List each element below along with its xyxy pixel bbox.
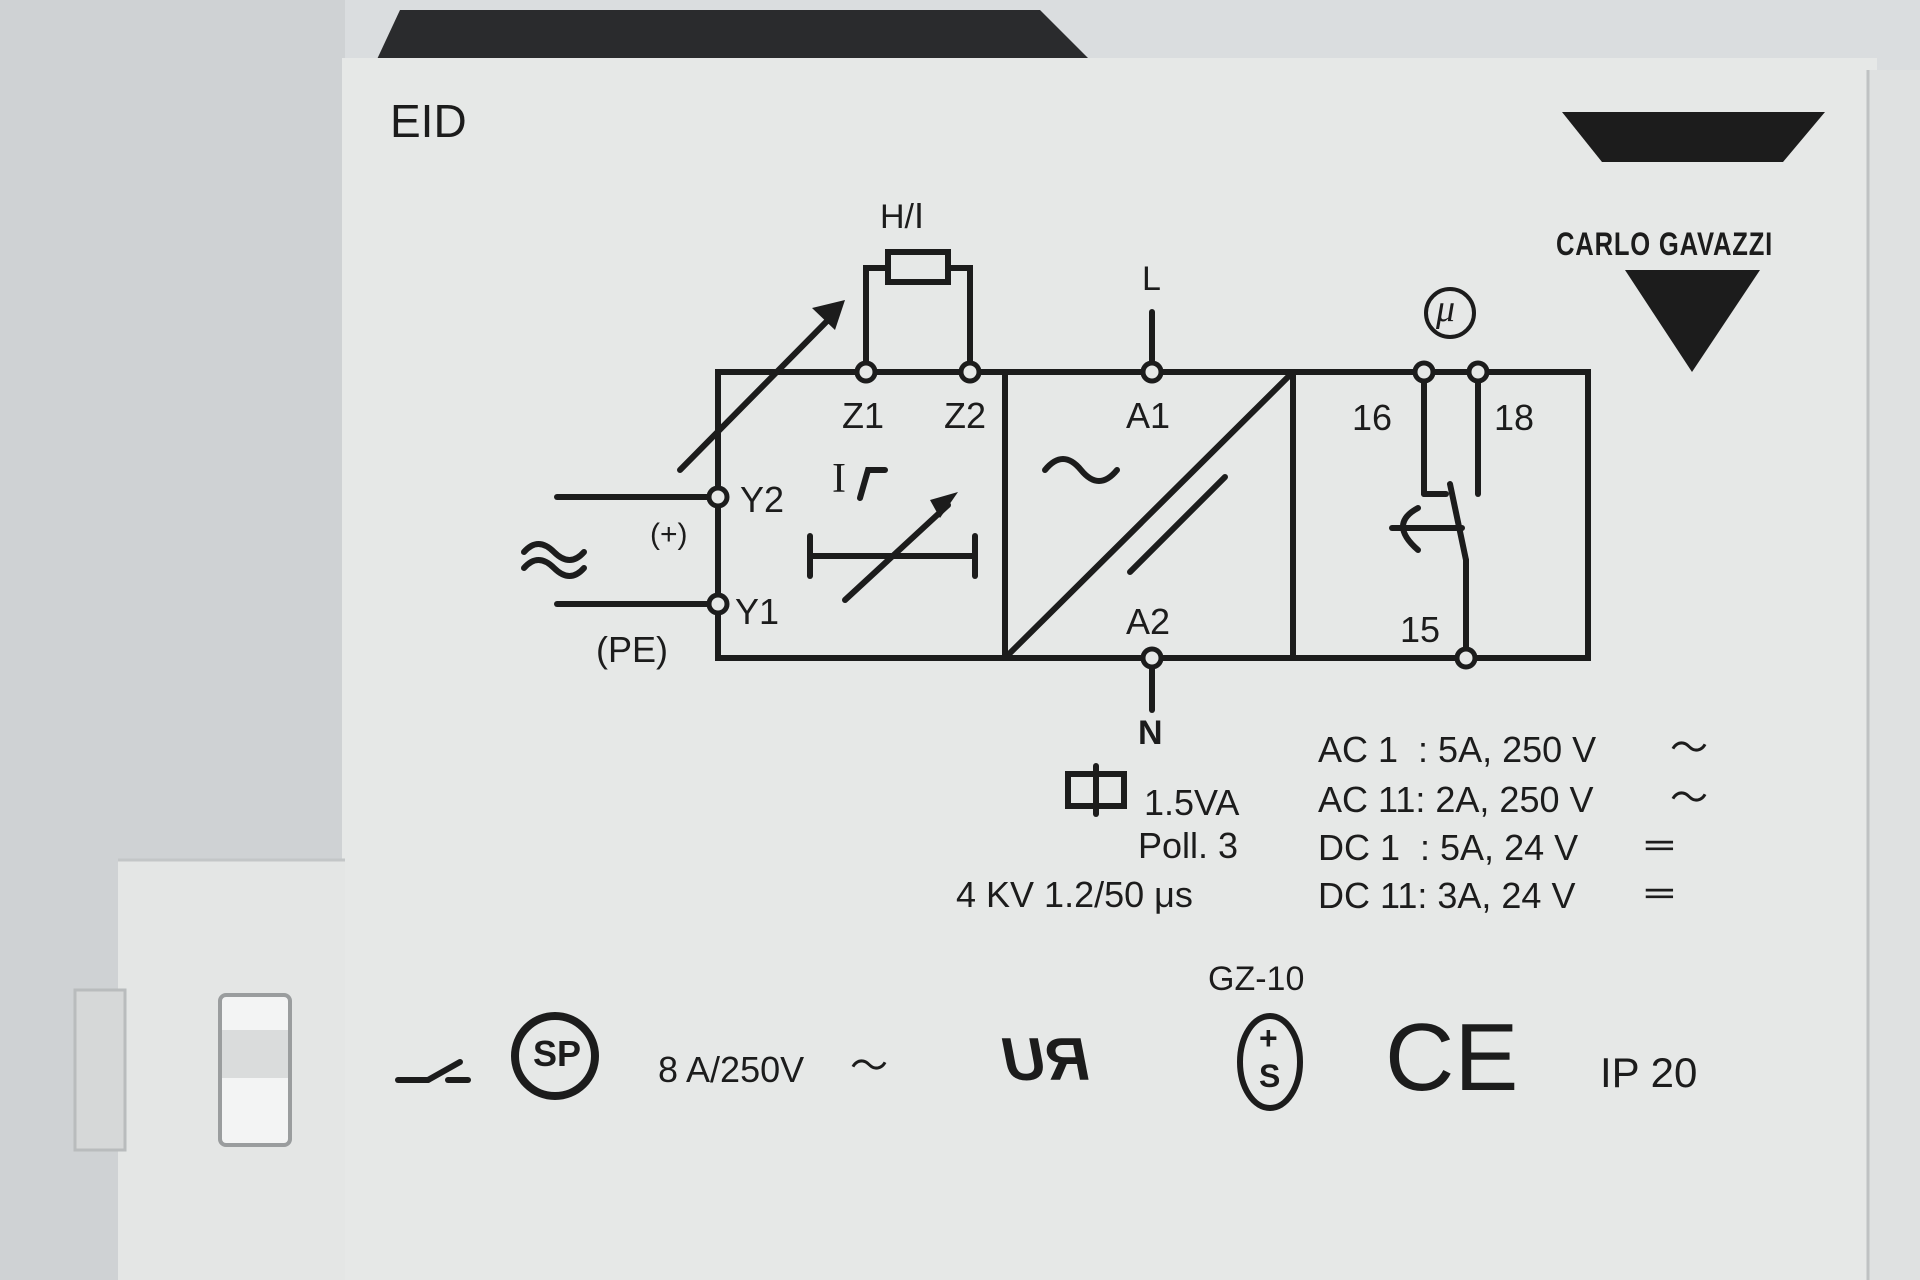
- plus-label: (+): [650, 518, 688, 551]
- model-label: EID: [390, 95, 467, 147]
- terminal-15: 15: [1400, 609, 1441, 650]
- s-mark-plus: +: [1259, 1020, 1278, 1056]
- ip-rating: IP 20: [1600, 1049, 1698, 1096]
- terminal-z1: Z1: [842, 395, 885, 436]
- ac-symbol: ～: [1670, 778, 1709, 820]
- pe-label: (PE): [596, 629, 668, 670]
- top-dark-slot: [372, 10, 1090, 70]
- hysteresis-label: H/Ⅰ: [880, 198, 925, 236]
- terminal-18: 18: [1494, 397, 1535, 438]
- gz-label: GZ-10: [1208, 960, 1305, 998]
- brand-logo: [1562, 112, 1825, 372]
- csa-mark-text: SP: [533, 1033, 582, 1074]
- ur-mark: RU: [1003, 1026, 1090, 1093]
- pollution-degree: Poll. 3: [1138, 825, 1239, 866]
- brand-name: CARLO GAVAZZI: [1556, 226, 1774, 262]
- contact-rating-dc11: DC 11: 3A, 24 V: [1318, 875, 1576, 916]
- contact-rating-ac11: AC 11: 2A, 250 V: [1318, 779, 1594, 820]
- ac-symbol: ～: [1670, 728, 1709, 770]
- supply-l-label: L: [1142, 260, 1161, 298]
- terminal-y1: Y1: [735, 591, 780, 632]
- terminal-16: 16: [1352, 397, 1393, 438]
- contact-rating-ac1: AC 1 : 5A, 250 V: [1318, 729, 1597, 770]
- aux-rating: 8 A/250V: [658, 1049, 805, 1090]
- aux-ac-symbol: ～: [850, 1046, 889, 1088]
- coil-power: 1.5VA: [1144, 782, 1240, 823]
- current-symbol: I: [832, 456, 846, 502]
- terminal-a2: A2: [1126, 601, 1171, 642]
- right-housing: [1868, 70, 1920, 1280]
- contact-rating-dc1: DC 1 : 5A, 24 V: [1318, 827, 1579, 868]
- label-panel: [342, 58, 1877, 1280]
- impulse-rating: 4 KV 1.2/50 μs: [956, 874, 1193, 915]
- terminal-y2: Y2: [740, 479, 785, 520]
- terminal-a1: A1: [1126, 395, 1171, 436]
- ce-mark: CE: [1385, 1004, 1519, 1111]
- latch-outer: [73, 988, 127, 1152]
- dc-symbol: ═: [1646, 872, 1673, 914]
- s-mark-s: S: [1259, 1058, 1281, 1094]
- micro-symbol: μ: [1436, 288, 1456, 330]
- dc-symbol: ═: [1646, 824, 1673, 866]
- supply-n-label: N: [1138, 714, 1163, 752]
- terminal-z2: Z2: [944, 395, 987, 436]
